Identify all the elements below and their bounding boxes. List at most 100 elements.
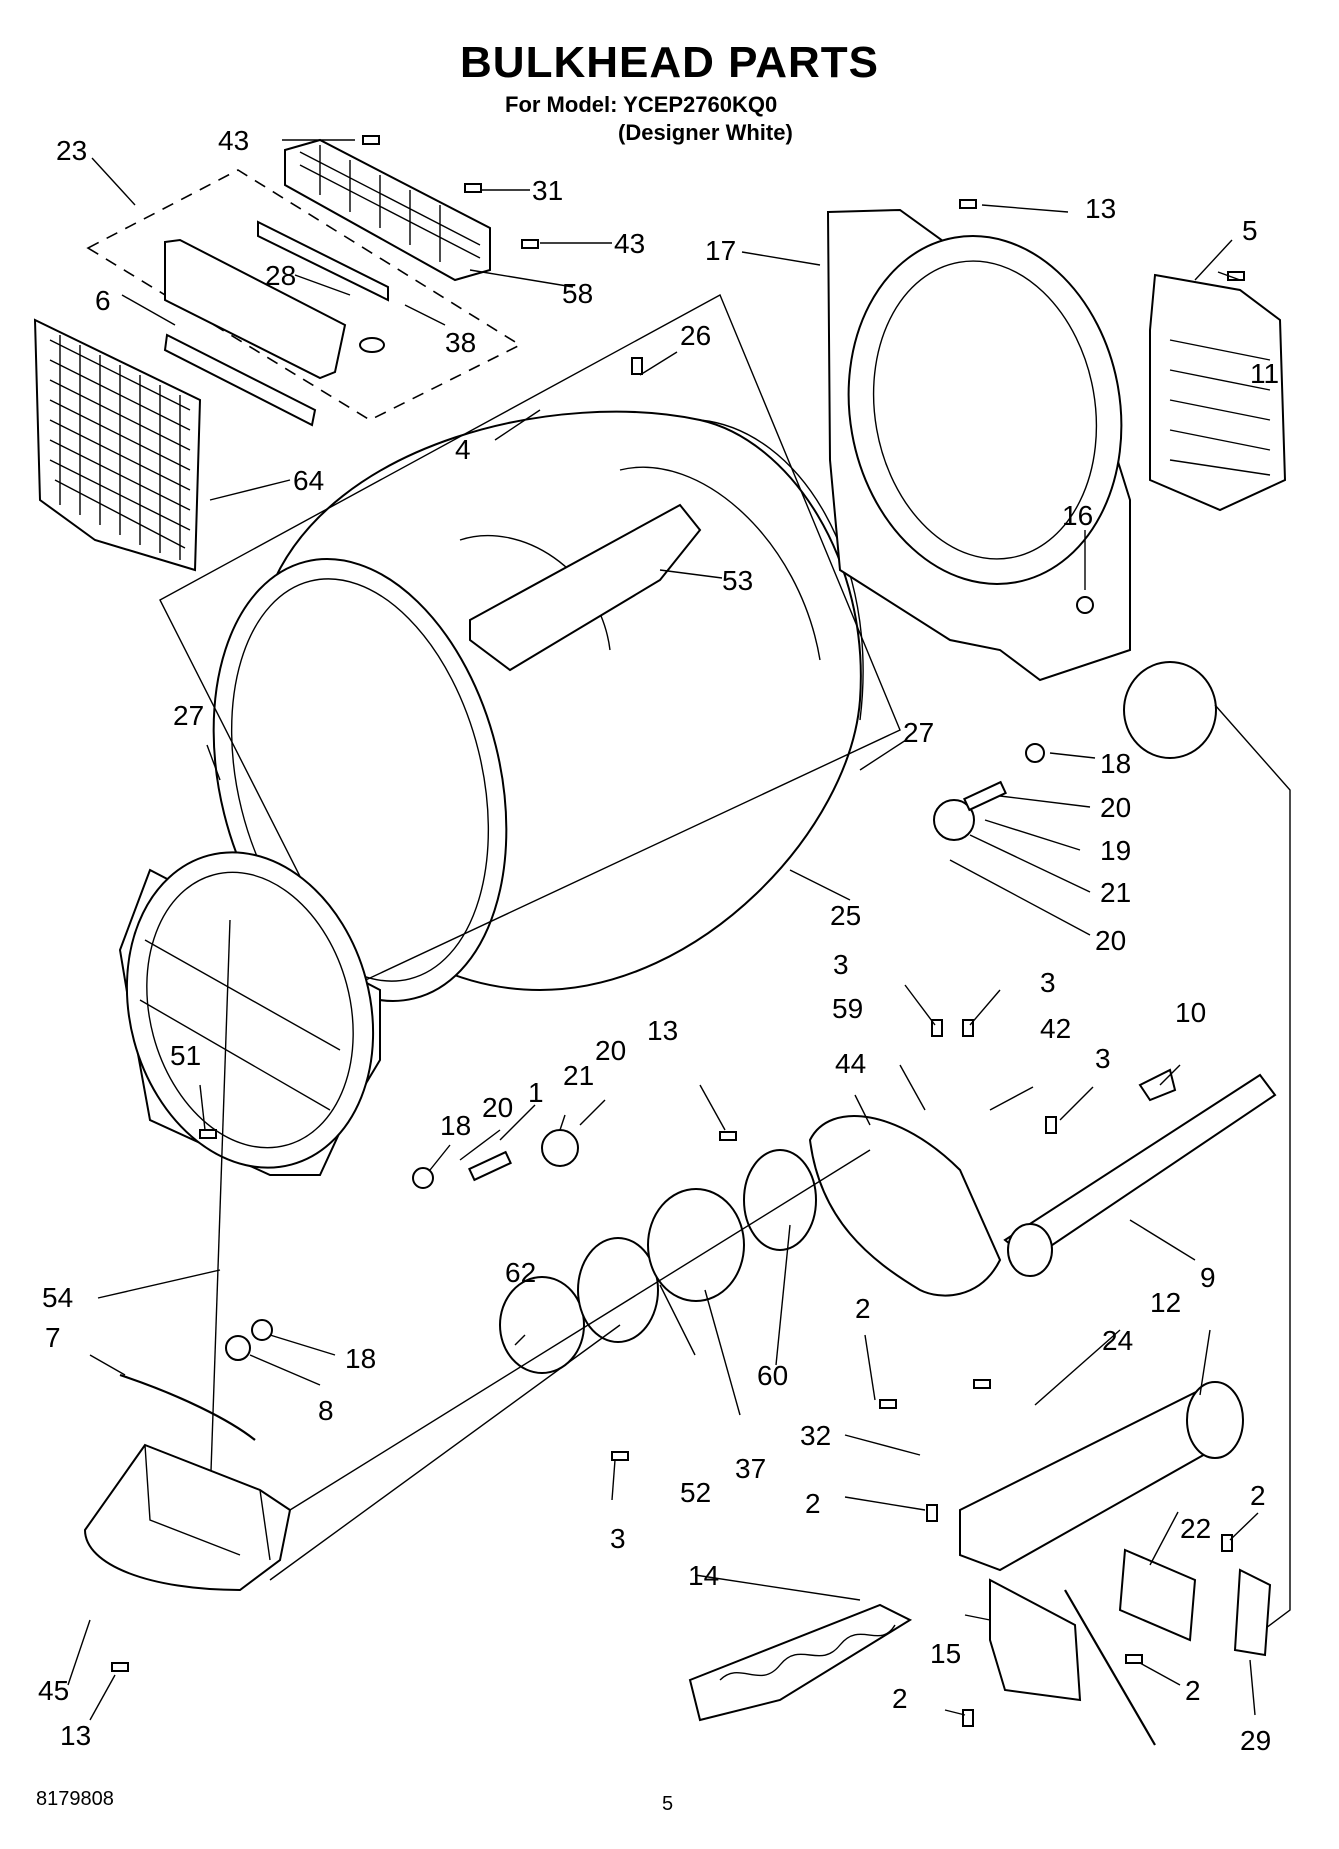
callout-28: 28 — [265, 260, 296, 291]
rail-38 — [257, 220, 389, 302]
lint-housing — [164, 238, 347, 380]
page-number: 5 — [662, 1793, 674, 1815]
callout-2a: 2 — [855, 1293, 871, 1324]
rail-6 — [163, 333, 317, 427]
callout-32: 32 — [800, 1420, 831, 1451]
bracket-22 — [1118, 1548, 1197, 1642]
callout-17: 17 — [705, 235, 736, 266]
callout-2d: 2 — [892, 1683, 908, 1714]
leader-lines — [67, 139, 1259, 1721]
callout-8: 8 — [318, 1395, 334, 1426]
lint-chute-line — [209, 919, 231, 1501]
seal-52 — [577, 1237, 659, 1343]
callout-27: 27 — [173, 700, 204, 731]
callout-24: 24 — [1102, 1325, 1133, 1356]
callout-51: 51 — [170, 1040, 201, 1071]
callout-3d: 3 — [610, 1523, 626, 1554]
callout-43: 43 — [218, 125, 249, 156]
lint-duct — [83, 1443, 292, 1592]
callout-7: 7 — [45, 1322, 61, 1353]
callout-numbers: 23 43 31 43 58 28 38 6 64 4 26 53 27 27 … — [38, 125, 1279, 1756]
callout-13c: 13 — [60, 1720, 91, 1751]
heater-element — [688, 1603, 913, 1722]
blower-duct-end — [1123, 661, 1217, 759]
callout-4: 4 — [455, 434, 471, 465]
callout-15: 15 — [930, 1638, 961, 1669]
callout-20: 20 — [1100, 792, 1131, 823]
callout-5: 5 — [1242, 215, 1258, 246]
callout-26: 26 — [680, 320, 711, 351]
callout-10: 10 — [1175, 997, 1206, 1028]
callout-27b: 27 — [903, 717, 934, 748]
drum-outline — [159, 294, 901, 986]
spring-28 — [359, 337, 385, 353]
callout-12: 12 — [1150, 1287, 1181, 1318]
drum-roller-21-rear — [933, 799, 975, 841]
callout-52: 52 — [680, 1477, 711, 1508]
doc-number: 8179808 — [36, 1788, 114, 1810]
drum-roller-21-front — [541, 1129, 579, 1167]
bracket-15 — [989, 1578, 1082, 1702]
color-line: (Designer White) — [618, 120, 793, 145]
callout-58: 58 — [562, 278, 593, 309]
callout-16: 16 — [1062, 500, 1093, 531]
callout-1: 1 — [528, 1077, 544, 1108]
callout-42: 42 — [1040, 1013, 1071, 1044]
washer-18-front — [412, 1167, 434, 1189]
blower-housing-44 — [808, 1115, 1002, 1297]
callout-25: 25 — [830, 900, 861, 931]
heater-housing — [959, 1381, 1244, 1572]
callout-62: 62 — [505, 1257, 536, 1288]
page-title: BULKHEAD PARTS — [460, 38, 879, 87]
callout-14: 14 — [688, 1560, 719, 1591]
blower-wheel-37 — [647, 1188, 745, 1302]
callout-44: 44 — [835, 1048, 866, 1079]
callout-64: 64 — [293, 465, 324, 496]
gasket-60 — [743, 1149, 817, 1251]
strap — [1064, 1589, 1156, 1746]
callout-22: 22 — [1180, 1513, 1211, 1544]
group-23-outline — [86, 169, 522, 421]
callout-20b: 20 — [1095, 925, 1126, 956]
callout-3a: 3 — [833, 949, 849, 980]
lint-screen — [33, 318, 202, 572]
washer-18-rear — [1025, 743, 1045, 763]
screws — [111, 135, 1245, 1727]
callout-2b: 2 — [805, 1488, 821, 1519]
callout-60: 60 — [757, 1360, 788, 1391]
callout-3b: 3 — [1040, 967, 1056, 998]
callout-53: 53 — [722, 565, 753, 596]
callout-23: 23 — [56, 135, 87, 166]
callout-13: 13 — [1085, 193, 1116, 224]
callout-20c: 20 — [482, 1092, 513, 1123]
duct-9-end — [1007, 1223, 1053, 1277]
callout-20d: 20 — [595, 1035, 626, 1066]
callout-3c: 3 — [1095, 1043, 1111, 1074]
callout-6: 6 — [95, 285, 111, 316]
callout-13b: 13 — [647, 1015, 678, 1046]
callout-18: 18 — [1100, 748, 1131, 779]
nut-8 — [225, 1335, 251, 1361]
duct-line — [1214, 704, 1291, 1641]
seal-62 — [499, 1276, 585, 1374]
callout-9: 9 — [1200, 1262, 1216, 1293]
bracket-29 — [1233, 1568, 1272, 1657]
model-line: For Model: YCEP2760KQ0 — [505, 92, 778, 117]
callout-19: 19 — [1100, 835, 1131, 866]
heat-shield — [1149, 273, 1287, 512]
callout-59: 59 — [832, 993, 863, 1024]
washer-18-idler — [251, 1319, 273, 1341]
callout-37: 37 — [735, 1453, 766, 1484]
callout-21: 21 — [1100, 877, 1131, 908]
roller-shaft-19 — [963, 780, 1007, 812]
front-bulkhead — [118, 851, 381, 1176]
callout-2c: 2 — [1250, 1480, 1266, 1511]
callout-38: 38 — [445, 327, 476, 358]
clip-10 — [1138, 1068, 1177, 1102]
belt-7 — [119, 1373, 256, 1441]
callout-29: 29 — [1240, 1725, 1271, 1756]
callout-43b: 43 — [614, 228, 645, 259]
callout-21b: 21 — [563, 1060, 594, 1091]
